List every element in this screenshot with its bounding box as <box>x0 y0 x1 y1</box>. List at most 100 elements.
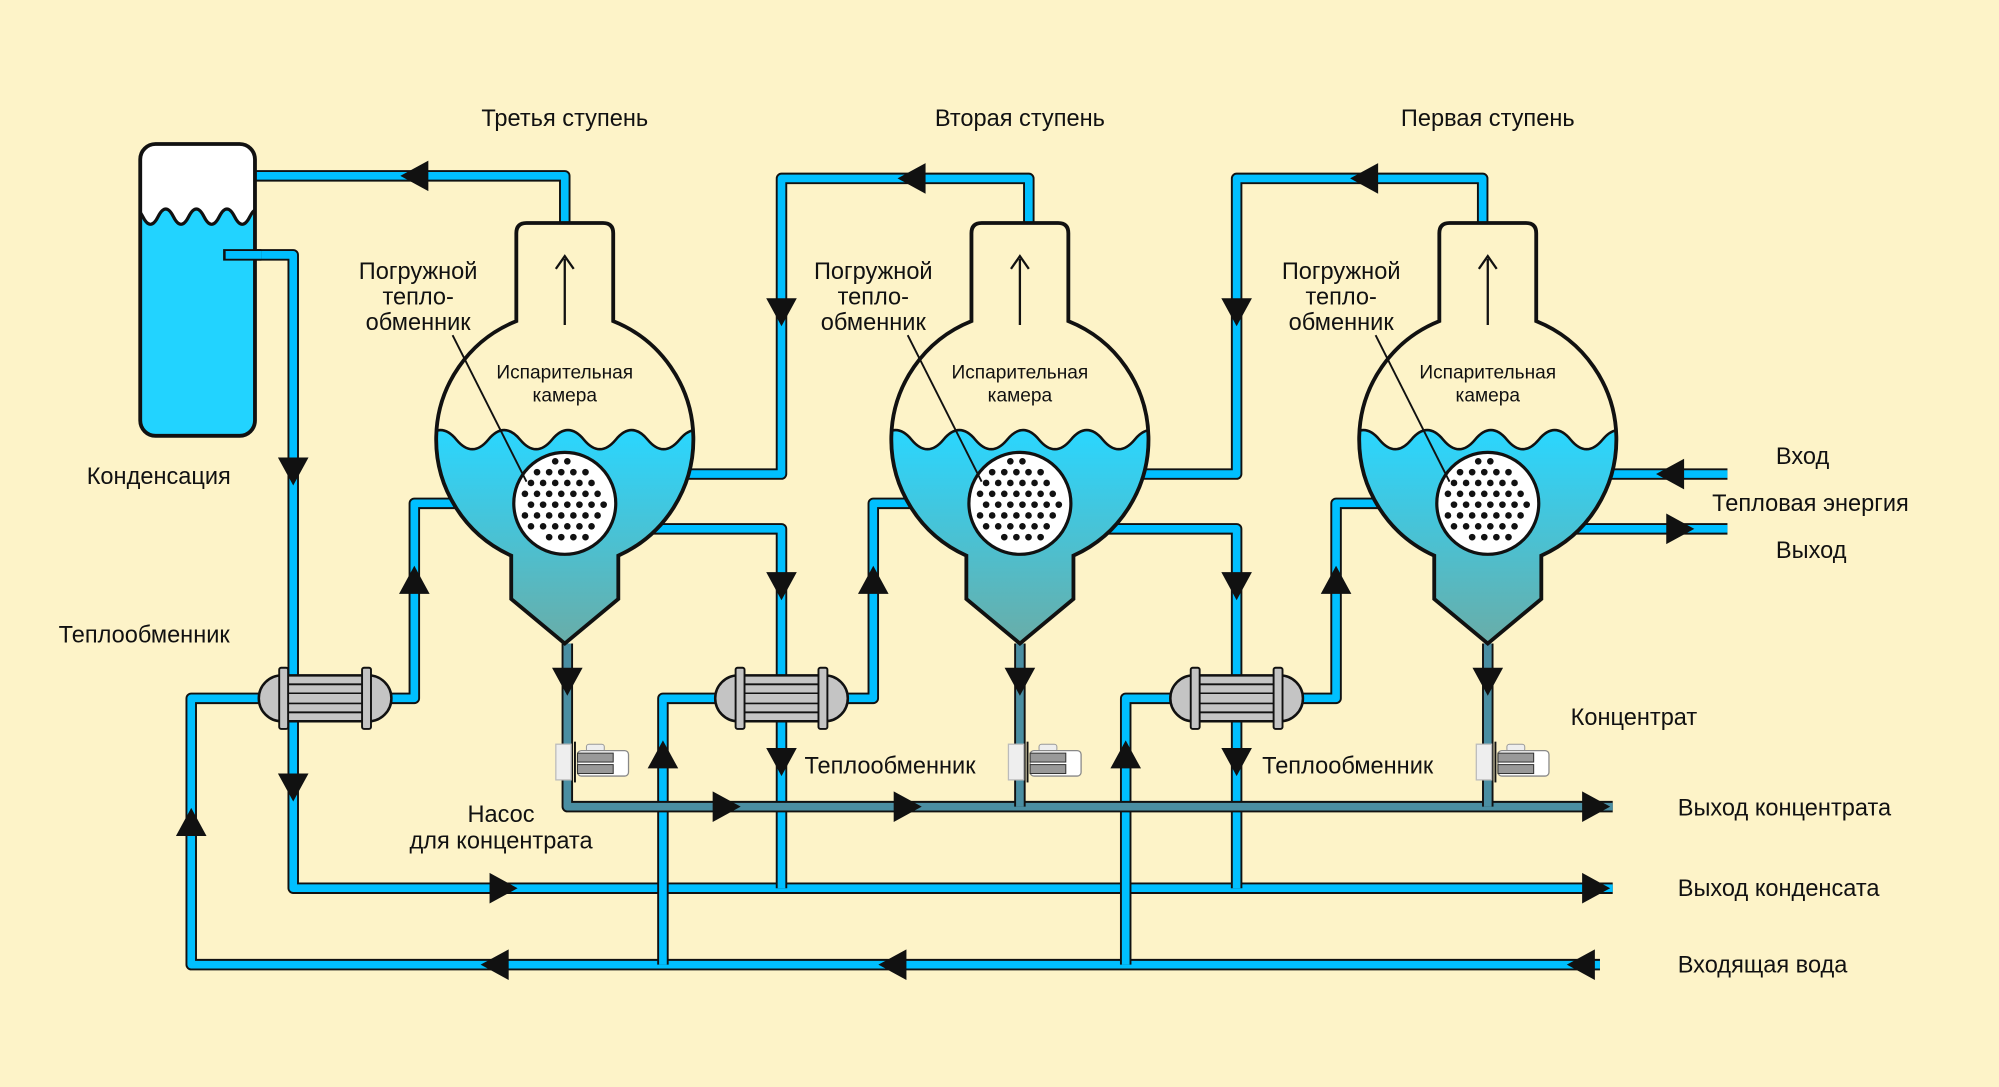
flow-arrow-left-icon <box>1566 949 1595 980</box>
tube-dot <box>557 512 565 519</box>
feed-pipe-stage1 <box>1302 497 1380 705</box>
concentrate-pump[interactable] <box>555 741 630 783</box>
tube-dot <box>527 522 535 530</box>
tube-dot <box>1000 533 1008 541</box>
heat-exchanger-label-3: Теплообменник <box>1262 753 1434 779</box>
tube-dot <box>1031 479 1038 487</box>
vapor-pipe-stage1-to-stage2-fill <box>1070 174 1487 478</box>
hx-tubes <box>283 683 367 714</box>
tube-dot <box>1055 501 1063 508</box>
tube-dot <box>982 501 990 508</box>
concentrate-pump[interactable] <box>1007 741 1082 783</box>
flow-arrow-left-icon <box>897 163 926 194</box>
tube-dot <box>1025 468 1032 476</box>
tube-dot <box>521 512 529 519</box>
concentrate-pump[interactable] <box>1475 741 1550 783</box>
stage-text: Испарительная <box>952 362 1089 383</box>
tube-dot <box>588 522 595 530</box>
tube-dot <box>545 490 553 498</box>
tube-dot <box>576 501 583 508</box>
stage-text: тепло- <box>1305 284 1376 310</box>
tank-liquid <box>140 207 255 436</box>
tube-dot <box>1019 501 1026 508</box>
pump-motor-fins <box>1497 764 1535 775</box>
tube-dot <box>1043 522 1050 530</box>
tube-dot <box>1511 501 1518 508</box>
tube-dot <box>588 501 595 508</box>
vapor-pipe-stage3-to-condenser <box>254 170 571 224</box>
feed-pipe-stage3 <box>388 497 457 705</box>
tube-dot <box>545 533 553 541</box>
tube-dot <box>1474 457 1482 465</box>
stage-text: Вторая ступень <box>935 105 1105 131</box>
tube-dot <box>564 457 571 465</box>
coil-leader-line <box>906 334 983 483</box>
tube-dot <box>582 533 589 541</box>
tube-dot <box>1450 501 1458 508</box>
tube-dot <box>1037 533 1044 541</box>
tube-dot <box>1037 512 1044 519</box>
tube-dot <box>521 490 529 498</box>
flow-arrow-down-icon <box>552 667 583 696</box>
feed-pipe-stage1-fill <box>1302 499 1380 703</box>
tube-dot <box>533 468 541 476</box>
stage-text: Погружной <box>359 258 478 284</box>
tube-dot <box>1480 490 1488 498</box>
tube-dot <box>1474 522 1482 530</box>
tube-dot <box>1019 457 1026 465</box>
stage-text: камера <box>533 385 598 406</box>
tube-dot <box>1517 490 1524 498</box>
hx-flange <box>817 666 829 730</box>
feed-pipe-hx2-fill <box>659 694 721 965</box>
tube-dot <box>539 501 547 508</box>
tube-dot <box>976 490 984 498</box>
tube-dot <box>1499 501 1506 508</box>
stage-text: тепло- <box>382 284 453 310</box>
flow-arrow-left-icon <box>878 949 907 980</box>
stage-text: Испарительная <box>1419 362 1556 383</box>
tube-dot <box>1037 490 1044 498</box>
tube-dot <box>570 533 577 541</box>
tube-dot <box>1474 501 1482 508</box>
vapor-pipe-stage1-to-stage2 <box>1070 172 1489 480</box>
tube-dot <box>1468 468 1476 476</box>
tube-dot <box>994 501 1002 508</box>
concentrate-pipe <box>561 643 1613 813</box>
tube-dot <box>1462 479 1470 487</box>
tube-dot <box>1007 522 1014 530</box>
tube-dot <box>1049 490 1057 498</box>
stage-text: Третья ступень <box>481 105 648 131</box>
pump-label-line1: Насос <box>467 801 534 827</box>
tube-dot <box>1523 501 1530 508</box>
tube-dot <box>1013 490 1020 498</box>
coil-leader-line <box>1374 334 1451 483</box>
tube-dot <box>1468 533 1476 541</box>
shell-tube-heat-exchanger-1 <box>257 666 393 730</box>
tube-dot <box>1474 479 1482 487</box>
tube-dot <box>1493 533 1500 541</box>
tube-dot <box>1480 512 1488 519</box>
pump-housing <box>555 743 572 781</box>
tube-dot <box>1462 501 1470 508</box>
heat-exchanger-label-1: Теплообменник <box>59 621 231 647</box>
pump-housing <box>1475 743 1493 781</box>
tube-dot <box>1025 533 1032 541</box>
coil-leader-line <box>451 334 528 483</box>
flow-arrow-down-icon <box>277 773 309 802</box>
tube-dot <box>545 512 553 519</box>
flow-arrow-right-icon <box>1666 513 1695 545</box>
flow-arrow-up-icon <box>399 565 430 594</box>
pump-motor-fins <box>577 752 614 763</box>
tube-dot <box>988 490 996 498</box>
tube-dot <box>551 501 559 508</box>
flow-arrow-up-icon <box>1110 740 1142 769</box>
heat-exchanger-label-2: Теплообменник <box>804 753 976 779</box>
tube-dot <box>564 522 571 530</box>
feed-pipe-hx3 <box>1119 692 1173 965</box>
tube-dot <box>564 479 571 487</box>
vapor-up-arrowhead-icon <box>1010 254 1030 270</box>
tube-dot <box>1450 479 1458 487</box>
tube-dot <box>1480 533 1488 541</box>
flow-arrow-right-icon <box>893 791 922 822</box>
hx-flange <box>278 666 290 730</box>
